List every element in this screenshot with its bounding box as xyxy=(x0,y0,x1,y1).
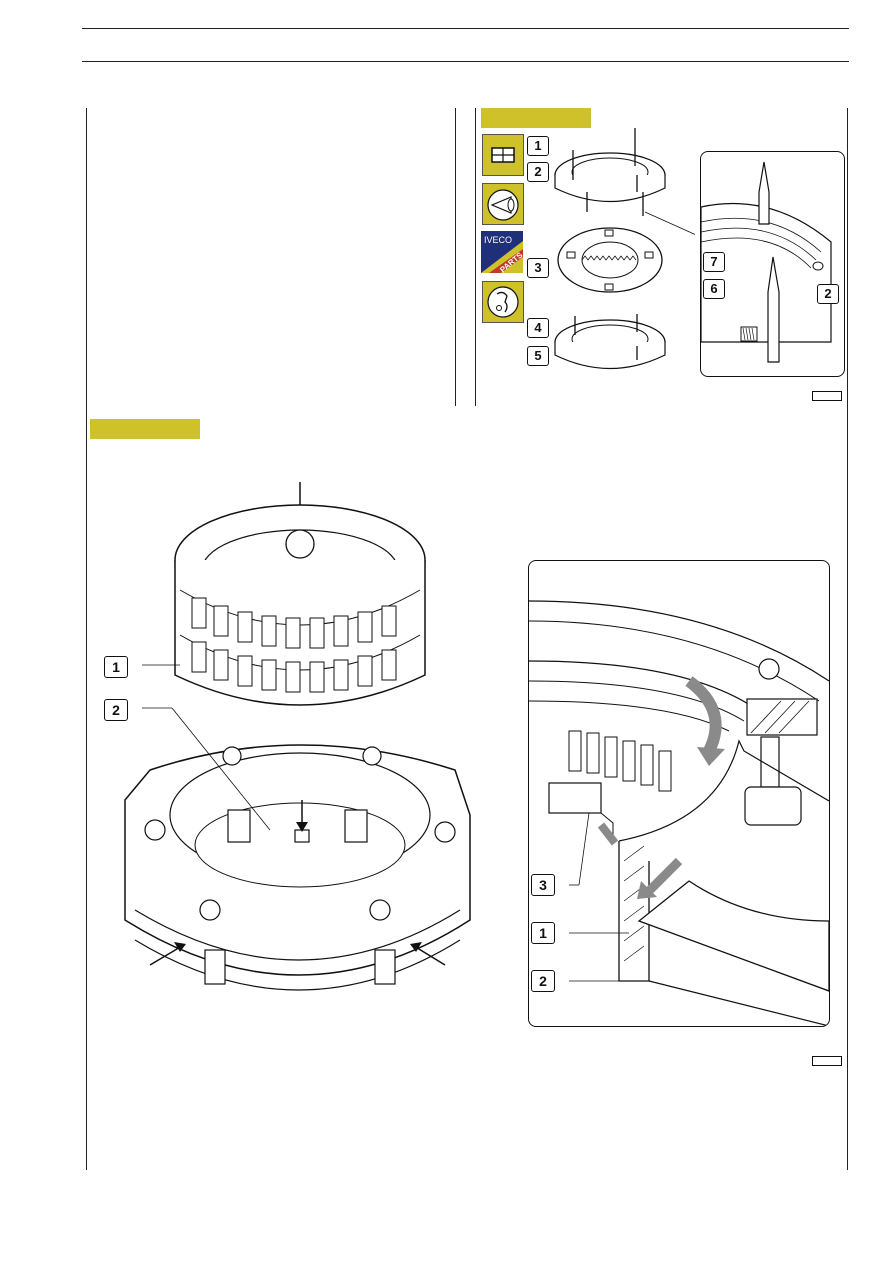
synchronizer-assembly-drawing xyxy=(124,482,471,991)
header-bottom-rule xyxy=(82,61,849,62)
figure-label-bar-top xyxy=(481,108,591,128)
figure-label-bar-main xyxy=(90,419,200,439)
callout-1-main: 1 xyxy=(104,656,128,678)
detail-box-main xyxy=(528,560,830,1027)
callout-3-detail: 3 xyxy=(531,874,555,896)
callout-3-top: 3 xyxy=(527,258,549,278)
callout-5-top: 5 xyxy=(527,346,549,366)
callout-2-main: 2 xyxy=(104,699,128,721)
callout-1-detail: 1 xyxy=(531,922,555,944)
figure-number-box-main xyxy=(812,1056,842,1066)
callout-4-top: 4 xyxy=(527,318,549,338)
header-top-rule xyxy=(82,28,849,29)
callout-2-detail: 2 xyxy=(817,284,839,304)
column-divider-b xyxy=(475,108,476,406)
callout-2-detail-main: 2 xyxy=(531,970,555,992)
column-divider-a xyxy=(455,108,456,406)
synchronizer-exploded-drawing xyxy=(554,128,695,369)
left-margin-line xyxy=(86,108,87,1170)
iveco-parts-icon: IVECO PARTS xyxy=(481,231,523,273)
left-text-column xyxy=(92,112,447,402)
right-margin-line xyxy=(847,108,848,1170)
callout-1-top: 1 xyxy=(527,136,549,156)
figure-number-box-top xyxy=(812,391,842,401)
callout-7-detail: 7 xyxy=(703,252,725,272)
iveco-brand-label: IVECO xyxy=(484,235,513,245)
callout-6-detail: 6 xyxy=(703,279,725,299)
callout-2-top: 2 xyxy=(527,162,549,182)
visual-inspection-icon xyxy=(482,183,524,225)
exploded-view-icon xyxy=(482,134,524,176)
lubrication-icon xyxy=(482,281,524,323)
